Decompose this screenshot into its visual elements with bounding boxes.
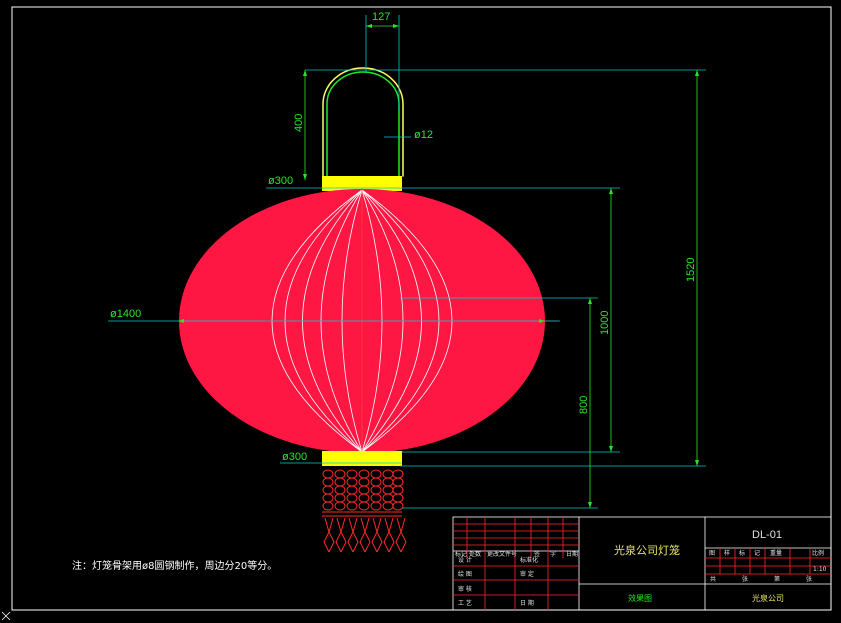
tassel-knot [370, 485, 382, 495]
tassel-fringe-strand [383, 517, 395, 553]
tassel-knot [382, 485, 394, 495]
sign-role-2: 绘 图 [458, 570, 472, 578]
tassel-knot [392, 501, 404, 511]
tassel-knot [370, 501, 382, 511]
dim-lower-height: 800 [578, 396, 590, 414]
tassel-knot [346, 485, 358, 495]
tassel-knot [358, 469, 370, 479]
dim-handle-width: 127 [372, 11, 390, 23]
sign-role-4: 工 艺 [458, 599, 472, 607]
sign-field-2: 审 定 [520, 570, 534, 578]
tassel-knot [358, 485, 370, 495]
dim-body-diameter: ø1400 [110, 308, 141, 320]
tassel-knot [334, 469, 346, 479]
tassel-fringe-strand [359, 517, 371, 553]
tassel-knot [322, 501, 334, 511]
tassel-knot [370, 469, 382, 479]
construction-note: 注：灯笼骨架用ø8圆钢制作，周边分20等分。 [72, 559, 277, 572]
tassel-fringe-strand [335, 517, 347, 553]
tassel-fringe-strand [371, 517, 383, 553]
sheet-label-1: 共 [710, 575, 716, 583]
dim-total-height: 1520 [685, 258, 697, 282]
tassel-knot [370, 493, 382, 503]
tassel-knot [334, 501, 346, 511]
tassel-knot [370, 477, 382, 487]
dim-top-cap: ø300 [268, 175, 293, 187]
bottom-cap [322, 451, 402, 466]
sheet-name: 效果图 [628, 593, 652, 603]
sign-role-3: 审 核 [458, 585, 472, 593]
tassel-knot [346, 469, 358, 479]
tassel-fringe-strand [395, 517, 407, 553]
tassel-fringe-strand [347, 517, 359, 553]
sign-field-4: 日 期 [520, 599, 534, 607]
tassel-knot [392, 477, 404, 487]
sheet-label-3: 第 [774, 575, 780, 583]
dim-handle-height: 400 [293, 114, 305, 132]
top-cap [322, 176, 402, 191]
lantern-handle [322, 67, 404, 177]
attr-label-5: 重量 [770, 549, 782, 557]
dimension-arrows [178, 24, 699, 508]
tassel-knot [334, 477, 346, 487]
ucs-crosshair [1, 611, 11, 621]
lantern-body [178, 188, 557, 458]
tassel-knot [334, 493, 346, 503]
tassel [322, 469, 407, 553]
attr-label-2: 样 [724, 549, 730, 557]
project-title: 光泉公司灯笼 [614, 543, 680, 557]
revision-header-label: 字 [550, 550, 556, 558]
dim-handle-rod: ø12 [414, 129, 433, 141]
attr-label-3: 标 [739, 549, 745, 557]
tassel-knot [334, 485, 346, 495]
dimension-lines [108, 15, 706, 509]
dim-body-height: 1000 [599, 311, 611, 335]
revision-header-label: 标记 [455, 550, 467, 558]
tassel-knot [346, 501, 358, 511]
revision-header-label: 更改文件号 [487, 550, 517, 558]
revision-header-label: 日 [566, 551, 572, 558]
tassel-knot [358, 493, 370, 503]
title-block: 标记处数更改文件号签字日期 设 计 标准化 绘 图 审 定 审 核 工 艺 日 … [452, 516, 832, 611]
attr-label-4: 记 [754, 550, 760, 557]
tassel-knot [382, 493, 394, 503]
tassel-knot [346, 493, 358, 503]
revision-header-label: 签 [534, 550, 540, 558]
drawing-number: DL-01 [752, 529, 782, 541]
tassel-knot [382, 477, 394, 487]
sheet-label-4: 张 [806, 575, 812, 583]
tassel-knot [358, 477, 370, 487]
sheet-label-2: 张 [742, 575, 748, 583]
sign-field-1: 标准化 [520, 556, 538, 564]
scale-value: 1:10 [813, 566, 827, 573]
tassel-fringe-strand [323, 517, 335, 553]
tassel-knot [322, 485, 334, 495]
company-name: 光泉公司 [752, 593, 784, 603]
tassel-knot [392, 469, 404, 479]
attr-label-6: 比例 [812, 549, 824, 557]
drawing-frame [11, 6, 832, 611]
tassel-knot [322, 493, 334, 503]
revision-header-label: 期 [572, 550, 578, 558]
tassel-knot [392, 485, 404, 495]
sign-role-1: 设 计 [458, 556, 472, 564]
tassel-knot [322, 469, 334, 479]
tassel-knot [346, 477, 358, 487]
tassel-knot [322, 477, 334, 487]
tassel-knot [382, 501, 394, 511]
dim-bottom-cap: ø300 [282, 451, 307, 463]
tassel-knot [382, 469, 394, 479]
revision-header-label: 处数 [469, 550, 481, 558]
tassel-knot [392, 493, 404, 503]
tassel-knot [358, 501, 370, 511]
attr-label-1: 图 [709, 550, 715, 557]
